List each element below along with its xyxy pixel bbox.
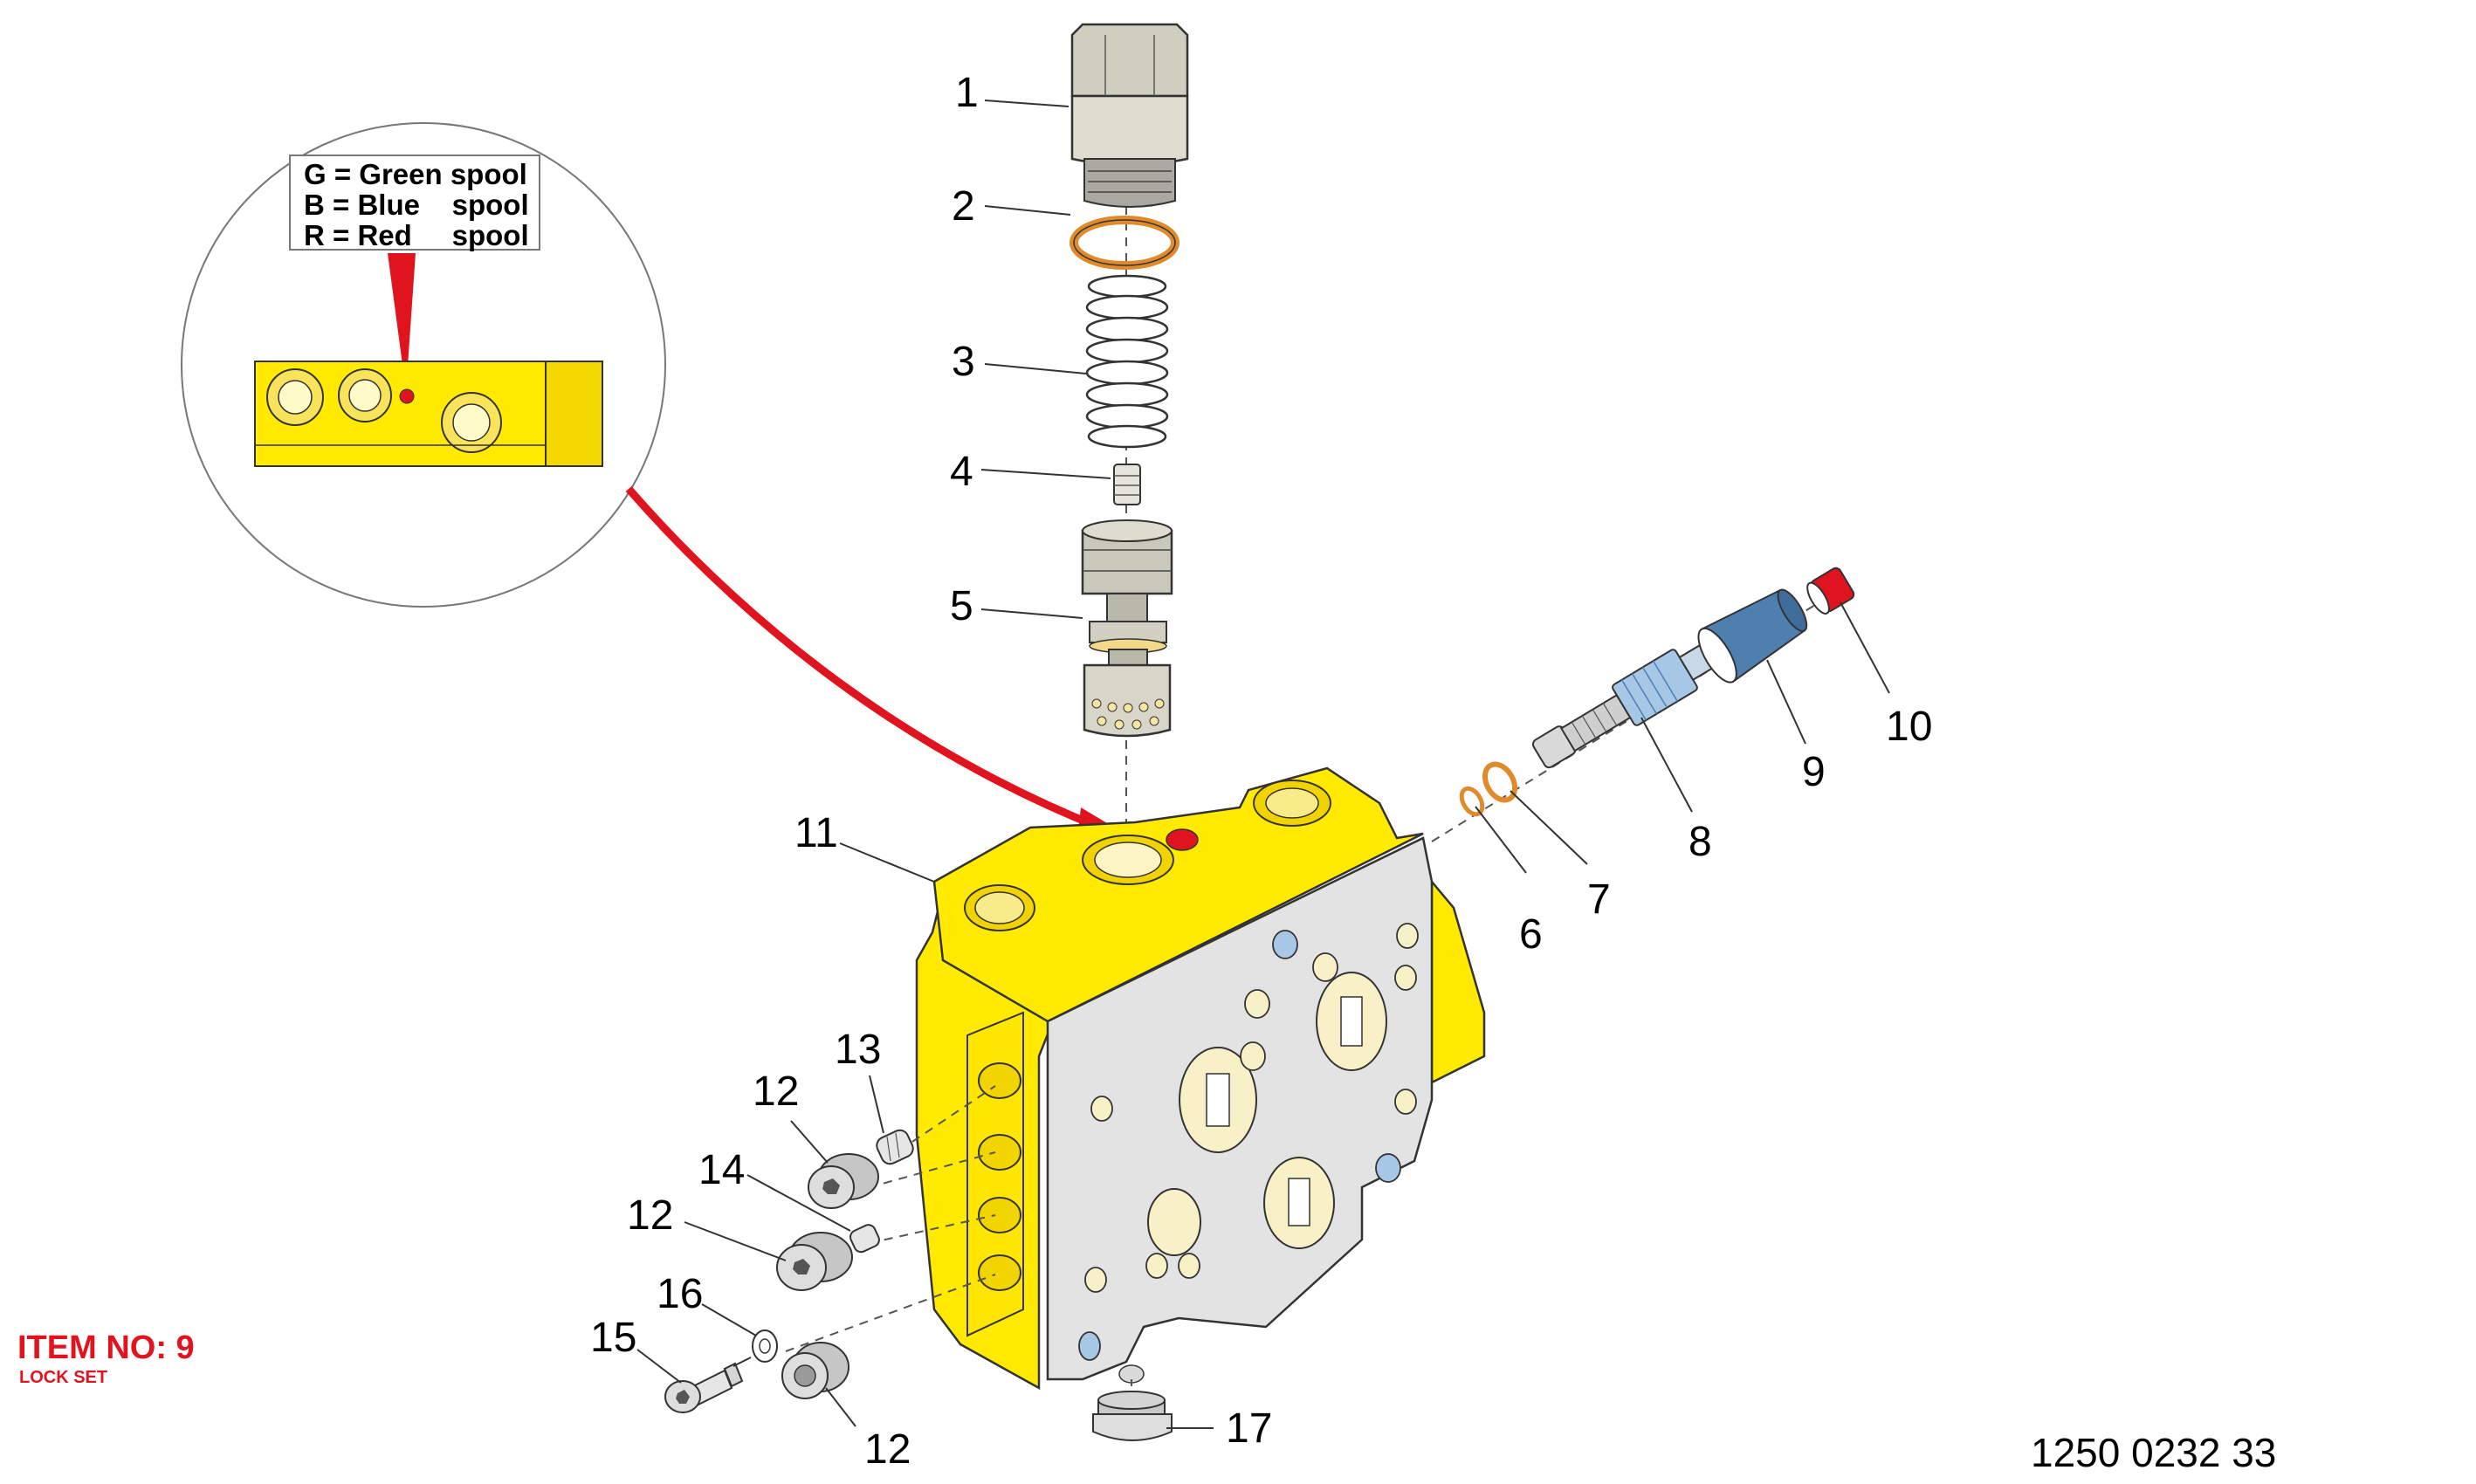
- callout-12a: 12: [753, 1068, 799, 1115]
- part-7-o-ring: [1482, 761, 1518, 803]
- leader-lines: [636, 100, 1890, 1429]
- callout-2: 2: [952, 183, 975, 230]
- callout-1: 1: [955, 70, 979, 116]
- part-12b-plug: [776, 1232, 853, 1291]
- detail-magnifier: G = Green spool B = Blue spool R = Red s…: [181, 122, 1135, 854]
- part-13-set-screw: [876, 1129, 914, 1165]
- callout-17: 17: [1226, 1405, 1272, 1452]
- callout-15: 15: [590, 1315, 636, 1361]
- callout-10: 10: [1886, 704, 1932, 750]
- part-11-valve-housing: [915, 766, 1486, 1391]
- legend-blue: B = Blue spool: [304, 189, 529, 221]
- callout-6: 6: [1519, 911, 1543, 958]
- axis-lines-left: [785, 1085, 996, 1352]
- part-5-spool: [1081, 519, 1173, 738]
- part-9-lock-cap: [1697, 588, 1808, 684]
- item-label: ITEM NO: 9 LOCK SET: [17, 1329, 195, 1387]
- part-12a-plug: [808, 1153, 879, 1209]
- item-subtitle: LOCK SET: [19, 1368, 107, 1387]
- part-4-pin: [1113, 464, 1141, 505]
- callout-labels: 1 2 3 4 5 6 7 8 9 10 11 13 12 14 12 16 1…: [590, 70, 1932, 1473]
- part-12c-plug: [781, 1342, 849, 1399]
- drawing-number: 1250 0232 33: [2031, 1430, 2276, 1475]
- part-1-cap: [1070, 23, 1189, 208]
- callout-13: 13: [835, 1027, 881, 1073]
- detail-block: [254, 361, 603, 467]
- callout-12c: 12: [864, 1426, 911, 1473]
- part-17-plug: [1092, 1391, 1173, 1441]
- callout-11: 11: [794, 810, 838, 856]
- callout-12b: 12: [627, 1192, 673, 1239]
- item-title: ITEM NO: 9: [17, 1329, 195, 1366]
- part-6-backup-ring: [1459, 786, 1485, 817]
- legend-green: G = Green spool: [304, 158, 527, 190]
- callout-9: 9: [1802, 749, 1826, 795]
- callout-16: 16: [657, 1271, 703, 1317]
- part-15-cap-screw: [664, 1357, 752, 1413]
- part-14-set-screw: [849, 1224, 880, 1254]
- part-16-washer: [752, 1329, 778, 1363]
- callout-7: 7: [1587, 876, 1611, 923]
- legend-red: R = Red spool: [304, 219, 529, 251]
- callout-8: 8: [1688, 819, 1712, 865]
- spool-color-legend: G = Green spool B = Blue spool R = Red s…: [289, 155, 540, 251]
- part-3-spring: [1085, 274, 1169, 449]
- legend-pointer: [388, 253, 416, 391]
- callout-5: 5: [950, 583, 973, 629]
- callout-3: 3: [952, 339, 975, 385]
- part-10-red-cap: [1806, 567, 1855, 615]
- detail-arrow: [625, 486, 1102, 832]
- callout-14: 14: [698, 1147, 745, 1193]
- callout-4: 4: [950, 449, 973, 495]
